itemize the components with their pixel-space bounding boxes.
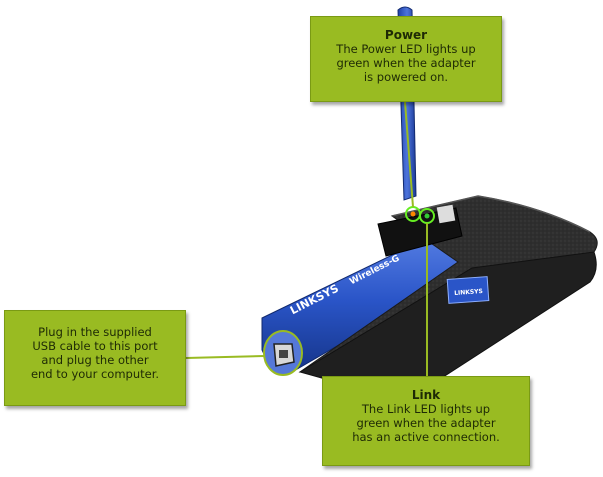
usb-leader [185,355,265,359]
usb-callout-body: Plug in the supplied USB cable to this p… [30,325,160,381]
link-callout-title: Link [411,388,441,402]
link-callout-body: The Link LED lights up green when the ad… [352,402,500,444]
power-callout-body: The Power LED lights up green when the a… [336,42,476,84]
badge-text: LINKSYS [454,288,483,297]
usb-port [263,330,303,376]
link-callout: Link The Link LED lights up green when t… [322,376,530,466]
power-leader [404,101,414,208]
top-badge: LINKSYS [446,276,490,304]
usb-callout: Plug in the supplied USB cable to this p… [4,310,186,406]
power-callout: Power The Power LED lights up green when… [310,16,502,102]
power-callout-title: Power [384,28,428,42]
leader-lines [185,101,428,376]
